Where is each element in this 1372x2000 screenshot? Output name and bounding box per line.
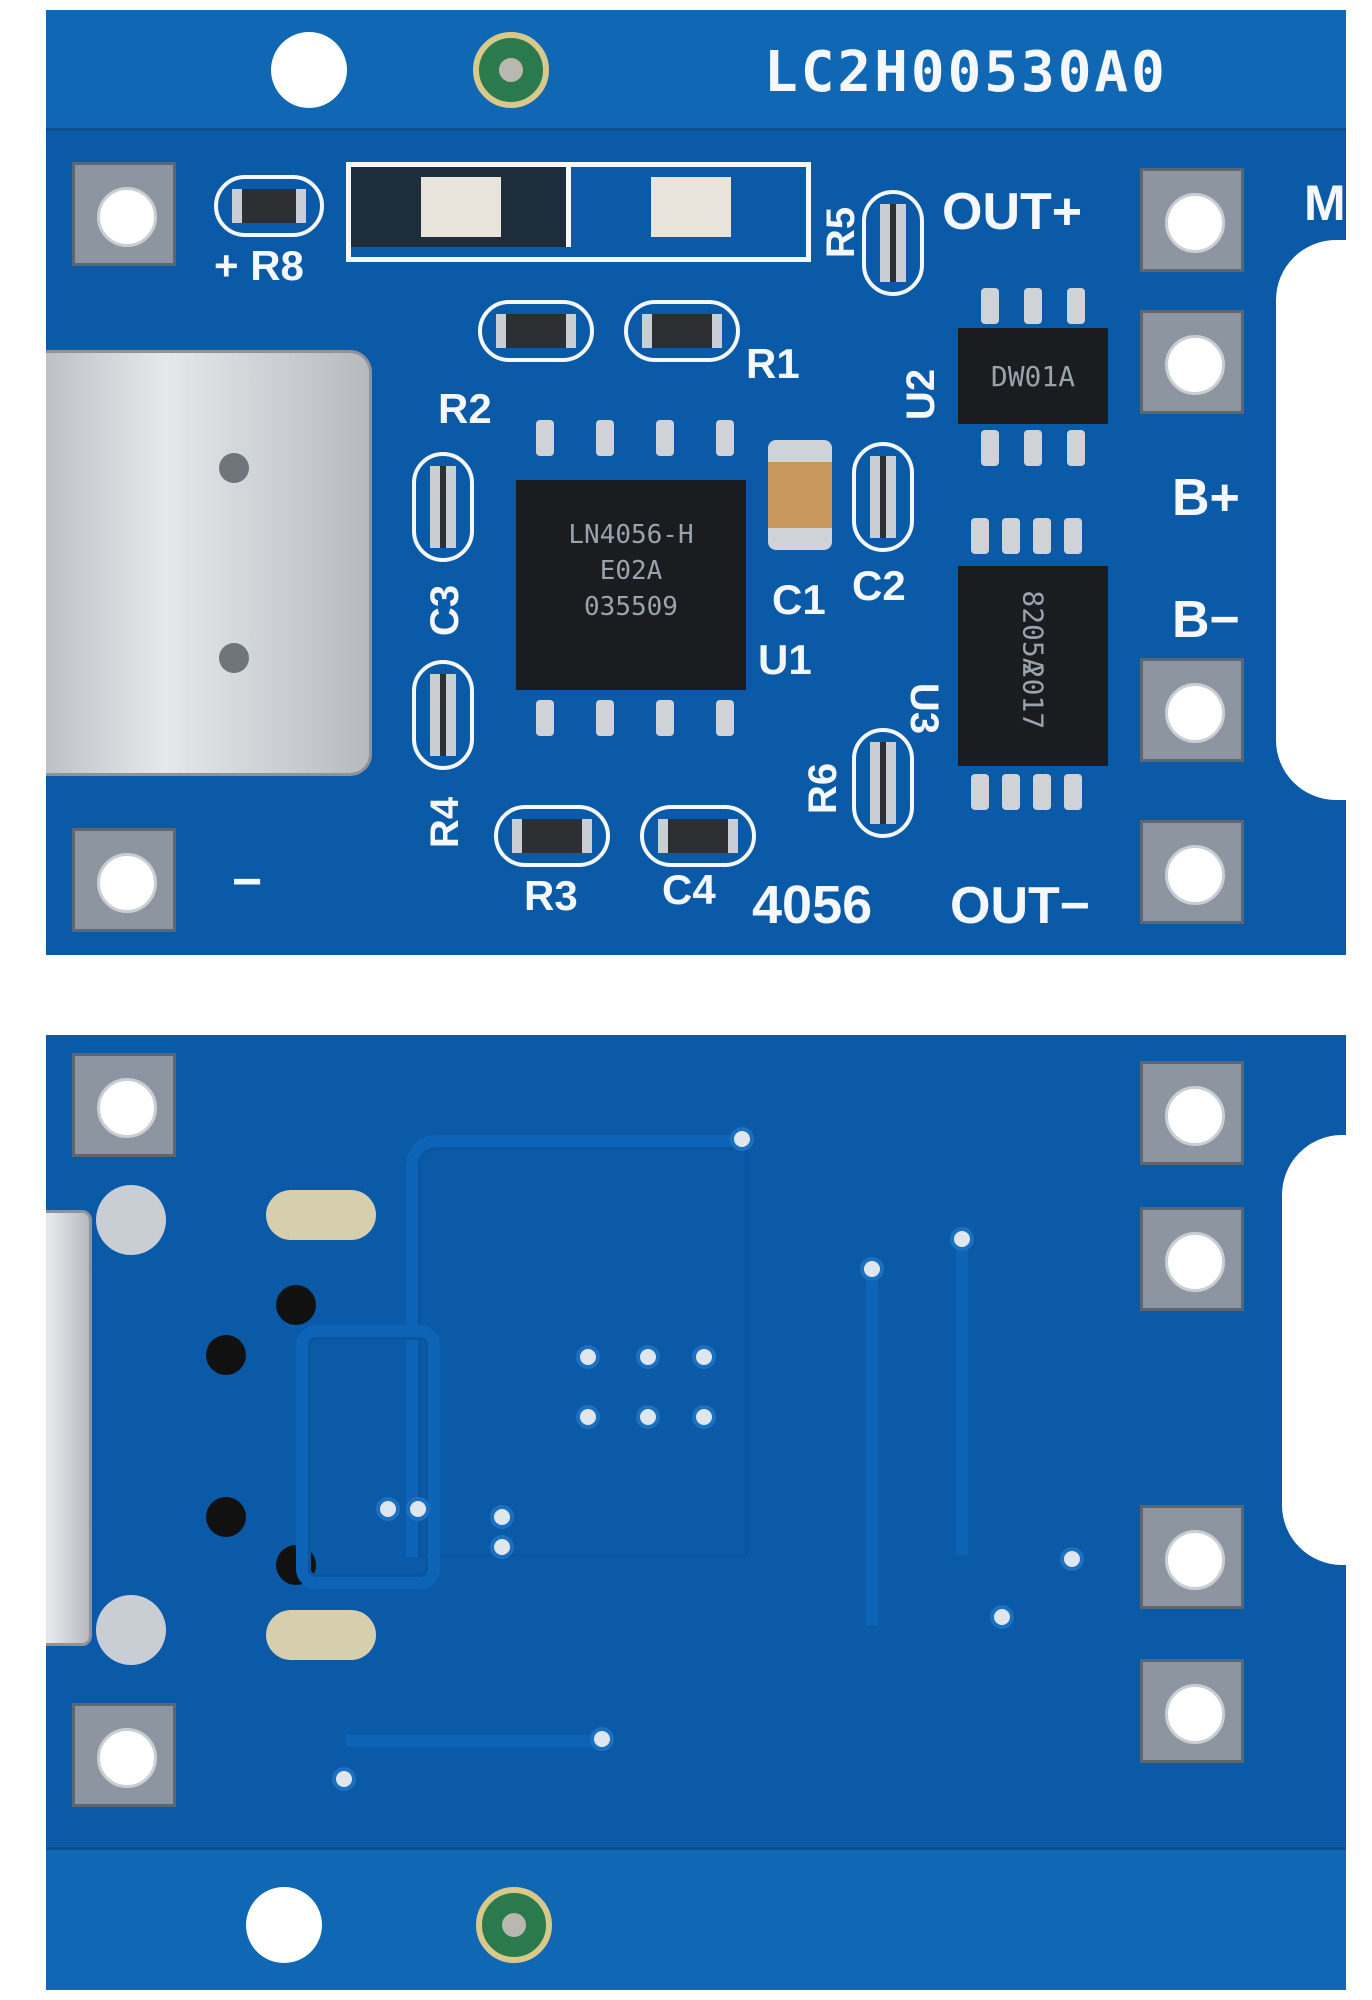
top-rail <box>46 10 1346 131</box>
usb-slot-pad <box>266 1610 376 1660</box>
solder-pad <box>72 1053 176 1157</box>
red-led <box>421 177 501 237</box>
board-notch <box>1282 1135 1346 1565</box>
usb-peg-hole <box>206 1497 246 1537</box>
board-code: LC2H00530A0 <box>764 40 1168 105</box>
capacitor-c1 <box>768 440 832 550</box>
usb-peg-hole <box>206 1335 246 1375</box>
resistor-r3 <box>494 805 610 867</box>
via <box>990 1605 1014 1629</box>
capacitor-c4 <box>640 805 756 867</box>
led-frame <box>346 162 811 262</box>
via <box>490 1535 514 1559</box>
capacitor-c2 <box>852 442 914 552</box>
solder-pad <box>1140 1061 1244 1165</box>
via <box>376 1497 400 1521</box>
blue-led <box>651 177 731 237</box>
label-u2: U2 <box>899 368 944 421</box>
label-c2: C2 <box>852 562 906 609</box>
bottom-rail <box>46 1847 1346 1990</box>
bottom-board <box>46 1035 1346 1990</box>
chip-marking: E02A <box>599 556 663 586</box>
via <box>576 1405 600 1429</box>
usb-peg-hole <box>276 1285 316 1325</box>
label-b-minus: B− <box>1172 591 1240 649</box>
mounting-hole <box>246 1887 322 1963</box>
resistor-r8 <box>214 175 324 237</box>
capacitor-c3 <box>412 452 474 562</box>
label-u1: U1 <box>758 636 812 683</box>
via <box>692 1405 716 1429</box>
label-b-plus: B+ <box>1172 469 1240 527</box>
fiducial-mark <box>476 1887 552 1963</box>
label-r8: + R8 <box>214 242 304 289</box>
copper-trace <box>406 1135 748 1557</box>
via <box>730 1127 754 1151</box>
solder-pad <box>1140 1207 1244 1311</box>
label-c4: C4 <box>662 866 716 913</box>
top-board: LC2H00530A0 LN4056-H E02A 035509 DW01A <box>46 10 1346 955</box>
resistor-r6 <box>852 728 914 838</box>
label-out-plus: OUT+ <box>942 183 1083 241</box>
solder-pad <box>1140 658 1244 762</box>
copper-trace <box>296 1325 440 1589</box>
protection-ic-u2: DW01A <box>958 328 1108 424</box>
solder-pad <box>72 162 176 266</box>
mosfet-ic-u3: 8205A 2017 <box>958 566 1108 766</box>
chip-marking: 035509 <box>584 592 678 622</box>
board-notch <box>1276 240 1346 800</box>
via <box>636 1405 660 1429</box>
resistor-r2 <box>478 300 594 362</box>
label-u3: U3 <box>902 682 947 735</box>
usb-shield-pad <box>96 1185 166 1255</box>
label-r5: R5 <box>819 206 864 259</box>
label-r2: R2 <box>438 385 492 432</box>
solder-pad <box>1140 168 1244 272</box>
via <box>1060 1547 1084 1571</box>
via <box>576 1345 600 1369</box>
solder-pad <box>1140 1505 1244 1609</box>
via <box>490 1505 514 1529</box>
via <box>406 1497 430 1521</box>
usb-c-connector <box>46 350 372 776</box>
label-r4: R4 <box>423 796 468 849</box>
label-c3: C3 <box>423 584 468 637</box>
mounting-hole <box>271 32 347 108</box>
solder-pad <box>72 1703 176 1807</box>
solder-pad <box>1140 1659 1244 1763</box>
chip-marking: LN4056-H <box>568 520 694 550</box>
via <box>332 1767 356 1791</box>
copper-trace <box>346 1735 596 1747</box>
label-out-minus: OUT− <box>950 877 1091 935</box>
label-r1: R1 <box>746 340 800 387</box>
via <box>860 1257 884 1281</box>
label-minus: − <box>232 853 263 911</box>
solder-pad <box>1140 820 1244 924</box>
copper-trace <box>956 1235 968 1555</box>
label-m: M <box>1304 175 1346 231</box>
label-r3: R3 <box>524 872 578 919</box>
chip-marking: DW01A <box>990 360 1076 393</box>
usb-slot-pad <box>266 1190 376 1240</box>
label-r6: R6 <box>801 762 846 815</box>
label-c1: C1 <box>772 576 826 623</box>
via <box>636 1345 660 1369</box>
usb-shield-pad <box>96 1595 166 1665</box>
charger-ic-u1: LN4056-H E02A 035509 <box>516 480 746 690</box>
via <box>950 1227 974 1251</box>
via <box>590 1727 614 1751</box>
label-4056: 4056 <box>752 875 873 935</box>
solder-pad <box>72 828 176 932</box>
resistor-r5 <box>862 190 924 296</box>
usb-c-connector <box>46 1210 92 1646</box>
copper-trace <box>866 1265 878 1625</box>
solder-pad <box>1140 310 1244 414</box>
via <box>692 1345 716 1369</box>
resistor-r4 <box>412 660 474 770</box>
resistor-r1 <box>624 300 740 362</box>
chip-marking: 2017 <box>1016 661 1050 730</box>
fiducial-mark <box>473 32 549 108</box>
